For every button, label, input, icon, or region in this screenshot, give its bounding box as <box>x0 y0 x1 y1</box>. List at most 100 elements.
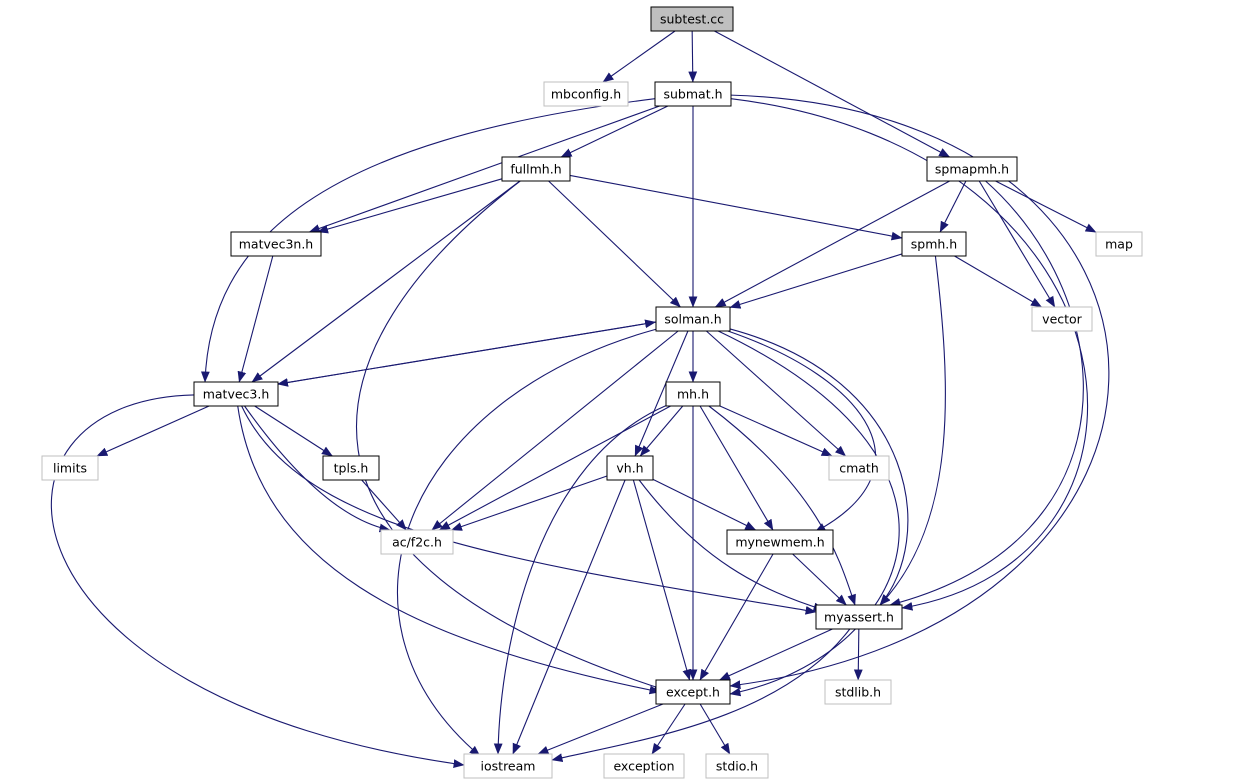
node-matvec3-h[interactable]: matvec3.h <box>193 381 279 407</box>
node-box-stdlib-h <box>824 679 892 705</box>
edge-mynewmem-h-to-myassert-h <box>792 553 847 606</box>
node-except-h[interactable]: except.h <box>655 679 731 705</box>
edges-layer <box>51 30 1110 768</box>
edge-matvec3n-h-to-matvec3-h <box>237 255 274 383</box>
edge-mh-h-to-ac-f2c-h <box>438 405 671 531</box>
node-spmh-h[interactable]: spmh.h <box>901 231 967 257</box>
node-vh-h[interactable]: vh.h <box>606 455 654 481</box>
node-box-vh-h <box>606 455 654 481</box>
node-label-mbconfig-h: mbconfig.h <box>551 87 621 102</box>
node-fullmh-h[interactable]: fullmh.h <box>501 156 571 182</box>
node-mh-h[interactable]: mh.h <box>665 381 721 407</box>
node-box-matvec3-h <box>193 381 279 407</box>
node-box-myassert-h <box>815 604 903 630</box>
node-subtest-cc[interactable]: subtest.cc <box>650 6 734 32</box>
edge-matvec3-h-to-limits <box>96 405 210 457</box>
node-box-subtest-cc <box>650 6 734 32</box>
node-label-stdlib-h: stdlib.h <box>835 685 881 700</box>
node-label-matvec3n-h: matvec3n.h <box>239 237 313 252</box>
node-matvec3n-h[interactable]: matvec3n.h <box>230 231 322 257</box>
node-spmapmh-h[interactable]: spmapmh.h <box>926 156 1018 182</box>
edge-fullmh-h-to-matvec3n-h <box>317 178 503 234</box>
node-map: map <box>1095 231 1143 257</box>
node-mynewmem-h[interactable]: mynewmem.h <box>726 529 834 555</box>
edge-subtest-cc-to-mbconfig-h <box>602 30 676 83</box>
node-label-vh-h: vh.h <box>616 461 643 476</box>
node-label-ac-f2c-h: ac/f2c.h <box>392 535 442 550</box>
node-submat-h[interactable]: submat.h <box>654 81 732 107</box>
node-box-fullmh-h <box>501 156 571 182</box>
node-box-limits <box>41 455 99 481</box>
edge-except-h-to-iostream <box>537 703 664 755</box>
edge-matvec3-h-to-except-h <box>237 405 661 695</box>
node-box-except-h <box>655 679 731 705</box>
edge-spmapmh-h-to-spmh-h <box>939 180 967 233</box>
node-label-fullmh-h: fullmh.h <box>510 162 561 177</box>
edge-solman-h-to-mynewmem-h <box>727 330 876 533</box>
edge-solman-h-to-iostream <box>397 328 657 757</box>
edge-submat-h-to-matvec3-h <box>200 98 656 383</box>
edge-mynewmem-h-to-except-h <box>699 553 774 681</box>
edge-spmapmh-h-to-vector <box>978 180 1056 308</box>
edge-spmapmh-h-to-myassert-h <box>889 180 1084 607</box>
node-exception: exception <box>603 753 685 779</box>
edge-myassert-h-to-stdlib-h <box>853 628 863 681</box>
node-mbconfig-h: mbconfig.h <box>543 81 629 107</box>
node-label-cmath: cmath <box>839 461 879 476</box>
edge-fullmh-h-to-matvec3-h <box>251 180 521 383</box>
edge-mh-h-to-vh-h <box>639 405 684 457</box>
edge-matvec3-h-to-iostream <box>51 394 465 768</box>
edge-mh-h-to-myassert-h <box>708 405 856 606</box>
edge-vh-h-to-ac-f2c-h <box>451 475 608 531</box>
node-box-exception <box>603 753 685 779</box>
edge-submat-h-to-fullmh-h <box>560 105 669 158</box>
node-tpls-h[interactable]: tpls.h <box>322 455 380 481</box>
node-box-stdio-h <box>705 753 769 779</box>
node-stdlib-h: stdlib.h <box>824 679 892 705</box>
node-limits: limits <box>41 455 99 481</box>
node-label-map: map <box>1105 237 1133 252</box>
node-label-mh-h: mh.h <box>677 387 709 402</box>
node-label-spmh-h: spmh.h <box>911 237 957 252</box>
node-label-myassert-h: myassert.h <box>824 610 894 625</box>
node-box-mh-h <box>665 381 721 407</box>
edge-submat-h-to-except-h <box>729 94 1110 690</box>
edge-spmh-h-to-solman-h <box>729 253 903 309</box>
node-ac-f2c-h: ac/f2c.h <box>380 529 454 555</box>
node-label-limits: limits <box>53 461 87 476</box>
node-label-tpls-h: tpls.h <box>334 461 369 476</box>
node-stdio-h: stdio.h <box>705 753 769 779</box>
node-box-tpls-h <box>322 455 380 481</box>
node-label-except-h: except.h <box>666 685 720 700</box>
node-solman-h[interactable]: solman.h <box>655 306 731 332</box>
node-iostream: iostream <box>463 753 553 779</box>
node-box-vector <box>1031 306 1093 332</box>
node-label-mynewmem-h: mynewmem.h <box>735 535 824 550</box>
edge-solman-h-to-vh-h <box>634 330 689 457</box>
node-box-spmh-h <box>901 231 967 257</box>
node-myassert-h[interactable]: myassert.h <box>815 604 903 630</box>
node-box-mynewmem-h <box>726 529 834 555</box>
node-box-spmapmh-h <box>926 156 1018 182</box>
edge-except-h-to-stdio-h <box>699 703 731 755</box>
edge-submat-h-to-matvec3n-h <box>308 105 660 233</box>
node-box-cmath <box>828 455 890 481</box>
node-label-stdio-h: stdio.h <box>716 759 758 774</box>
edge-myassert-h-to-iostream <box>551 628 851 762</box>
edge-spmapmh-h-to-solman-h <box>714 180 950 308</box>
node-box-map <box>1095 231 1143 257</box>
node-box-mbconfig-h <box>543 81 629 107</box>
node-label-solman-h: solman.h <box>664 312 721 327</box>
edge-vh-h-to-myassert-h <box>638 479 825 612</box>
edge-matvec3-h-to-myassert-h <box>241 405 817 615</box>
node-box-solman-h <box>655 306 731 332</box>
edge-solman-h-to-except-h <box>717 330 900 697</box>
edge-spmapmh-h-to-map <box>995 180 1097 233</box>
edge-matvec3-h-to-solman-h <box>277 319 657 385</box>
node-cmath: cmath <box>828 455 890 481</box>
node-box-submat-h <box>654 81 732 107</box>
edge-mh-h-to-iostream <box>493 405 667 755</box>
node-label-subtest-cc: subtest.cc <box>660 12 724 27</box>
edge-mh-h-to-cmath <box>719 405 833 457</box>
node-label-exception: exception <box>613 759 674 774</box>
